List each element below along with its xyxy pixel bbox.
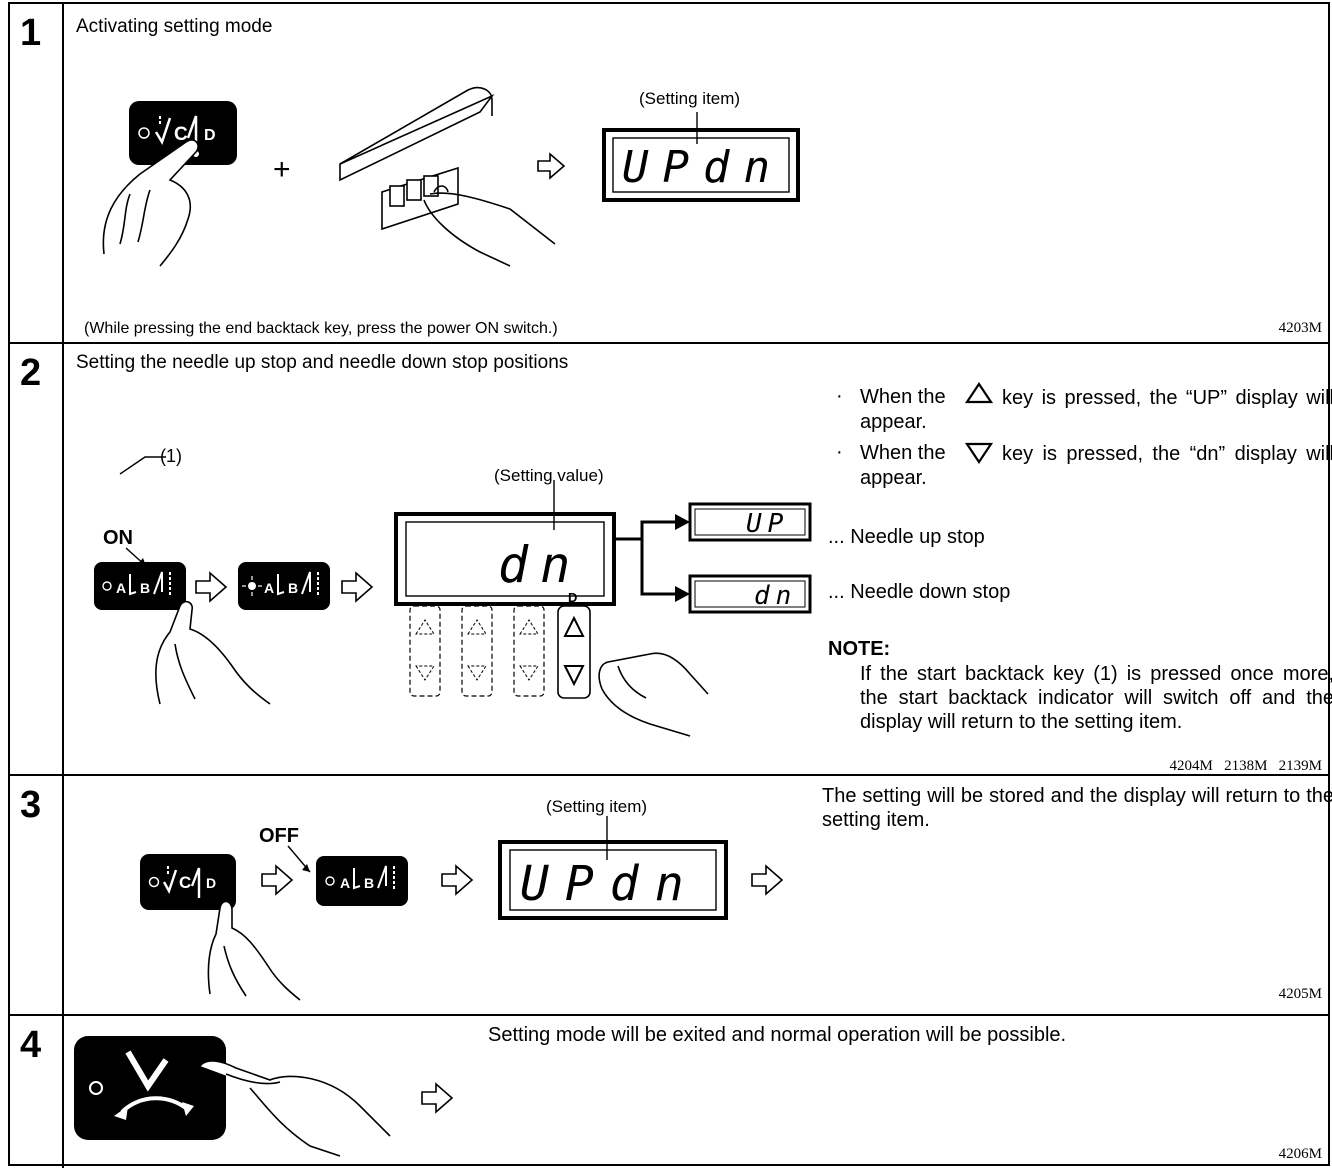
arrow-right-outline-icon (751, 864, 784, 896)
arrow-right-outline-icon (441, 864, 474, 896)
lcd-display-up (688, 502, 812, 542)
step-2-row: 2 Setting the needle up stop and needle … (10, 344, 1332, 776)
figure-codes: 4204M 2138M 2139M (1169, 758, 1322, 774)
step-number-cell: 3 (10, 776, 64, 1014)
bullet-text: key is pressed, the “dn” display will ap… (860, 443, 1332, 489)
label-setting-value: (Setting value) (494, 466, 604, 485)
step-4-row: 4 Setting mode will be exited and normal… (10, 1016, 1328, 1168)
lcd-display (394, 480, 616, 606)
needle-down-desc: ... Needle down stop (828, 581, 1011, 603)
arrow-right-outline-icon (195, 571, 228, 603)
start-backtack-key-icon: A B (238, 562, 330, 610)
step-heading: Setting the needle up stop and needle do… (76, 352, 569, 373)
finger-hand-icon (102, 139, 199, 267)
step-1-row: 1 Activating setting mode C D + (10, 4, 1328, 344)
step-4-illustration (74, 1036, 454, 1157)
lcd-display (602, 112, 800, 202)
triangle-down-key-icon (964, 442, 994, 464)
lcd-value: UPdn (520, 856, 700, 912)
step-caption: (While pressing the end backtack key, pr… (84, 320, 558, 337)
figure-code: 4203M (1278, 320, 1322, 336)
lcd-value: UPdn (622, 142, 784, 193)
triangle-up-key-icon (557, 605, 591, 699)
step-2-illustration: A B ON A (94, 382, 994, 737)
svg-text:A: A (340, 875, 350, 891)
thread-trimmer-key-icon (74, 1036, 226, 1140)
lcd-display (498, 816, 728, 920)
step-number: 3 (20, 784, 42, 826)
step-3-row: 3 C D OFF A (10, 776, 1332, 1016)
start-backtack-key-icon: A B (94, 562, 186, 610)
lcd-value: dn (498, 536, 582, 594)
svg-text:B: B (288, 580, 298, 596)
svg-text:C: C (179, 873, 191, 892)
svg-text:C: C (174, 124, 188, 145)
svg-text:B: B (364, 875, 374, 891)
figure-code: 4206M (1278, 1146, 1322, 1162)
svg-text:A: A (116, 580, 126, 596)
instruction-table: 1 Activating setting mode C D + (8, 2, 1332, 1168)
step-number-cell: 4 (10, 1016, 64, 1168)
arrow-right-outline-icon (261, 864, 294, 896)
label-setting-item: (Setting item) (546, 797, 647, 816)
step-number: 1 (20, 12, 42, 54)
lcd-dn-value: dn (754, 581, 797, 611)
power-switch-icon (339, 86, 556, 267)
figure-code: 4205M (1278, 986, 1322, 1002)
off-label: OFF (259, 825, 299, 847)
finger-hand-icon (598, 652, 709, 737)
step-number-cell: 1 (10, 4, 64, 342)
lcd-display-dn (688, 574, 812, 614)
finger-hand-icon (199, 1060, 391, 1157)
key-d-label: D (568, 590, 577, 605)
svg-text:B: B (140, 580, 150, 596)
step-number-cell: 2 (10, 344, 64, 774)
step-text: The setting will be stored and the displ… (822, 785, 1332, 831)
needle-up-desc: ... Needle up stop (828, 526, 985, 548)
lcd-up-value: UP (746, 509, 789, 539)
bullet-text: key is pressed, the “UP” display will ap… (860, 387, 1332, 433)
start-backtack-key-icon: A B (316, 856, 408, 906)
step-3-illustration: C D OFF A B (140, 797, 784, 1001)
arrow-right-outline-icon (341, 571, 374, 603)
bullet-text: When the (860, 386, 946, 408)
step-heading: Activating setting mode (76, 16, 273, 37)
step-number: 2 (20, 352, 42, 394)
note-title: NOTE: (828, 638, 891, 660)
step-1-illustration: C D + (102, 86, 800, 267)
plus-sign: + (273, 153, 291, 186)
label-setting-item: (Setting item) (639, 89, 740, 108)
on-label: ON (103, 527, 133, 549)
triangle-down-key-icon (563, 665, 585, 687)
svg-text:D: D (204, 127, 216, 144)
finger-hand-icon (207, 900, 301, 1001)
note-text: If the start backtack key (1) is pressed… (860, 663, 1332, 733)
bullet-text: When the (860, 442, 946, 464)
triangle-up-key-icon (964, 382, 994, 404)
callout-label: (1) (160, 446, 182, 466)
svg-text:A: A (264, 580, 274, 596)
end-backtack-key-icon: C D (129, 101, 237, 165)
end-backtack-key-icon: C D (140, 854, 236, 910)
step-number: 4 (20, 1024, 42, 1066)
svg-text:D: D (206, 875, 216, 891)
arrow-right-outline-icon (537, 152, 566, 180)
finger-hand-icon (155, 600, 271, 705)
step-text: Setting mode will be exited and normal o… (488, 1024, 1067, 1046)
arrow-right-outline-icon (421, 1082, 454, 1114)
